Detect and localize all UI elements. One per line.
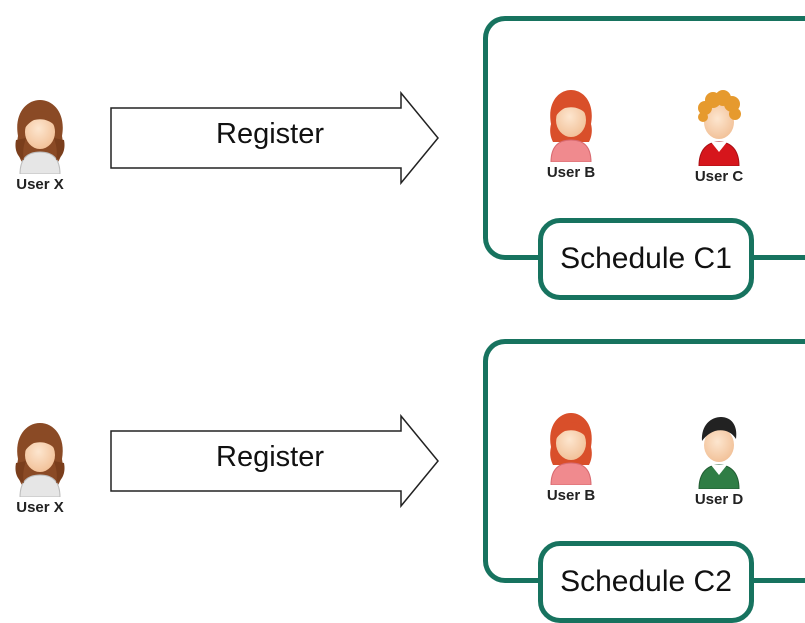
female-user-brown-hair-icon — [5, 419, 75, 497]
registrant-user-x: User X — [5, 419, 75, 517]
member-label: User B — [546, 487, 596, 504]
schedule-c2-label: Schedule C2 — [538, 541, 754, 623]
female-user-red-hair-icon — [536, 84, 606, 162]
member-label: User B — [546, 164, 596, 181]
register-arrow-label: Register — [216, 441, 324, 473]
member-label: User C — [694, 168, 744, 185]
female-user-brown-hair-icon — [5, 96, 75, 174]
member-user-c: User C — [684, 84, 754, 186]
male-user-curly-hair-icon — [684, 84, 754, 166]
registrant-user-x: User X — [5, 96, 75, 194]
registrant-label: User X — [16, 176, 64, 193]
registration-row-2: User X Register User B Use — [0, 323, 805, 623]
right-arrow-icon — [110, 413, 439, 509]
female-user-red-hair-icon — [536, 407, 606, 485]
register-arrow: Register — [108, 413, 442, 509]
right-arrow-icon — [110, 90, 439, 186]
register-arrow: Register — [108, 90, 442, 186]
register-arrow-label: Register — [216, 118, 324, 150]
registrant-label: User X — [16, 499, 64, 516]
member-user-d: User D — [684, 407, 754, 509]
schedule-c1-label: Schedule C1 — [538, 218, 754, 300]
member-user-b: User B — [536, 407, 606, 505]
member-user-b: User B — [536, 84, 606, 182]
member-label: User D — [694, 491, 744, 508]
male-user-dark-hair-icon — [684, 407, 754, 489]
registration-row-1: User X Register User B — [0, 0, 805, 300]
